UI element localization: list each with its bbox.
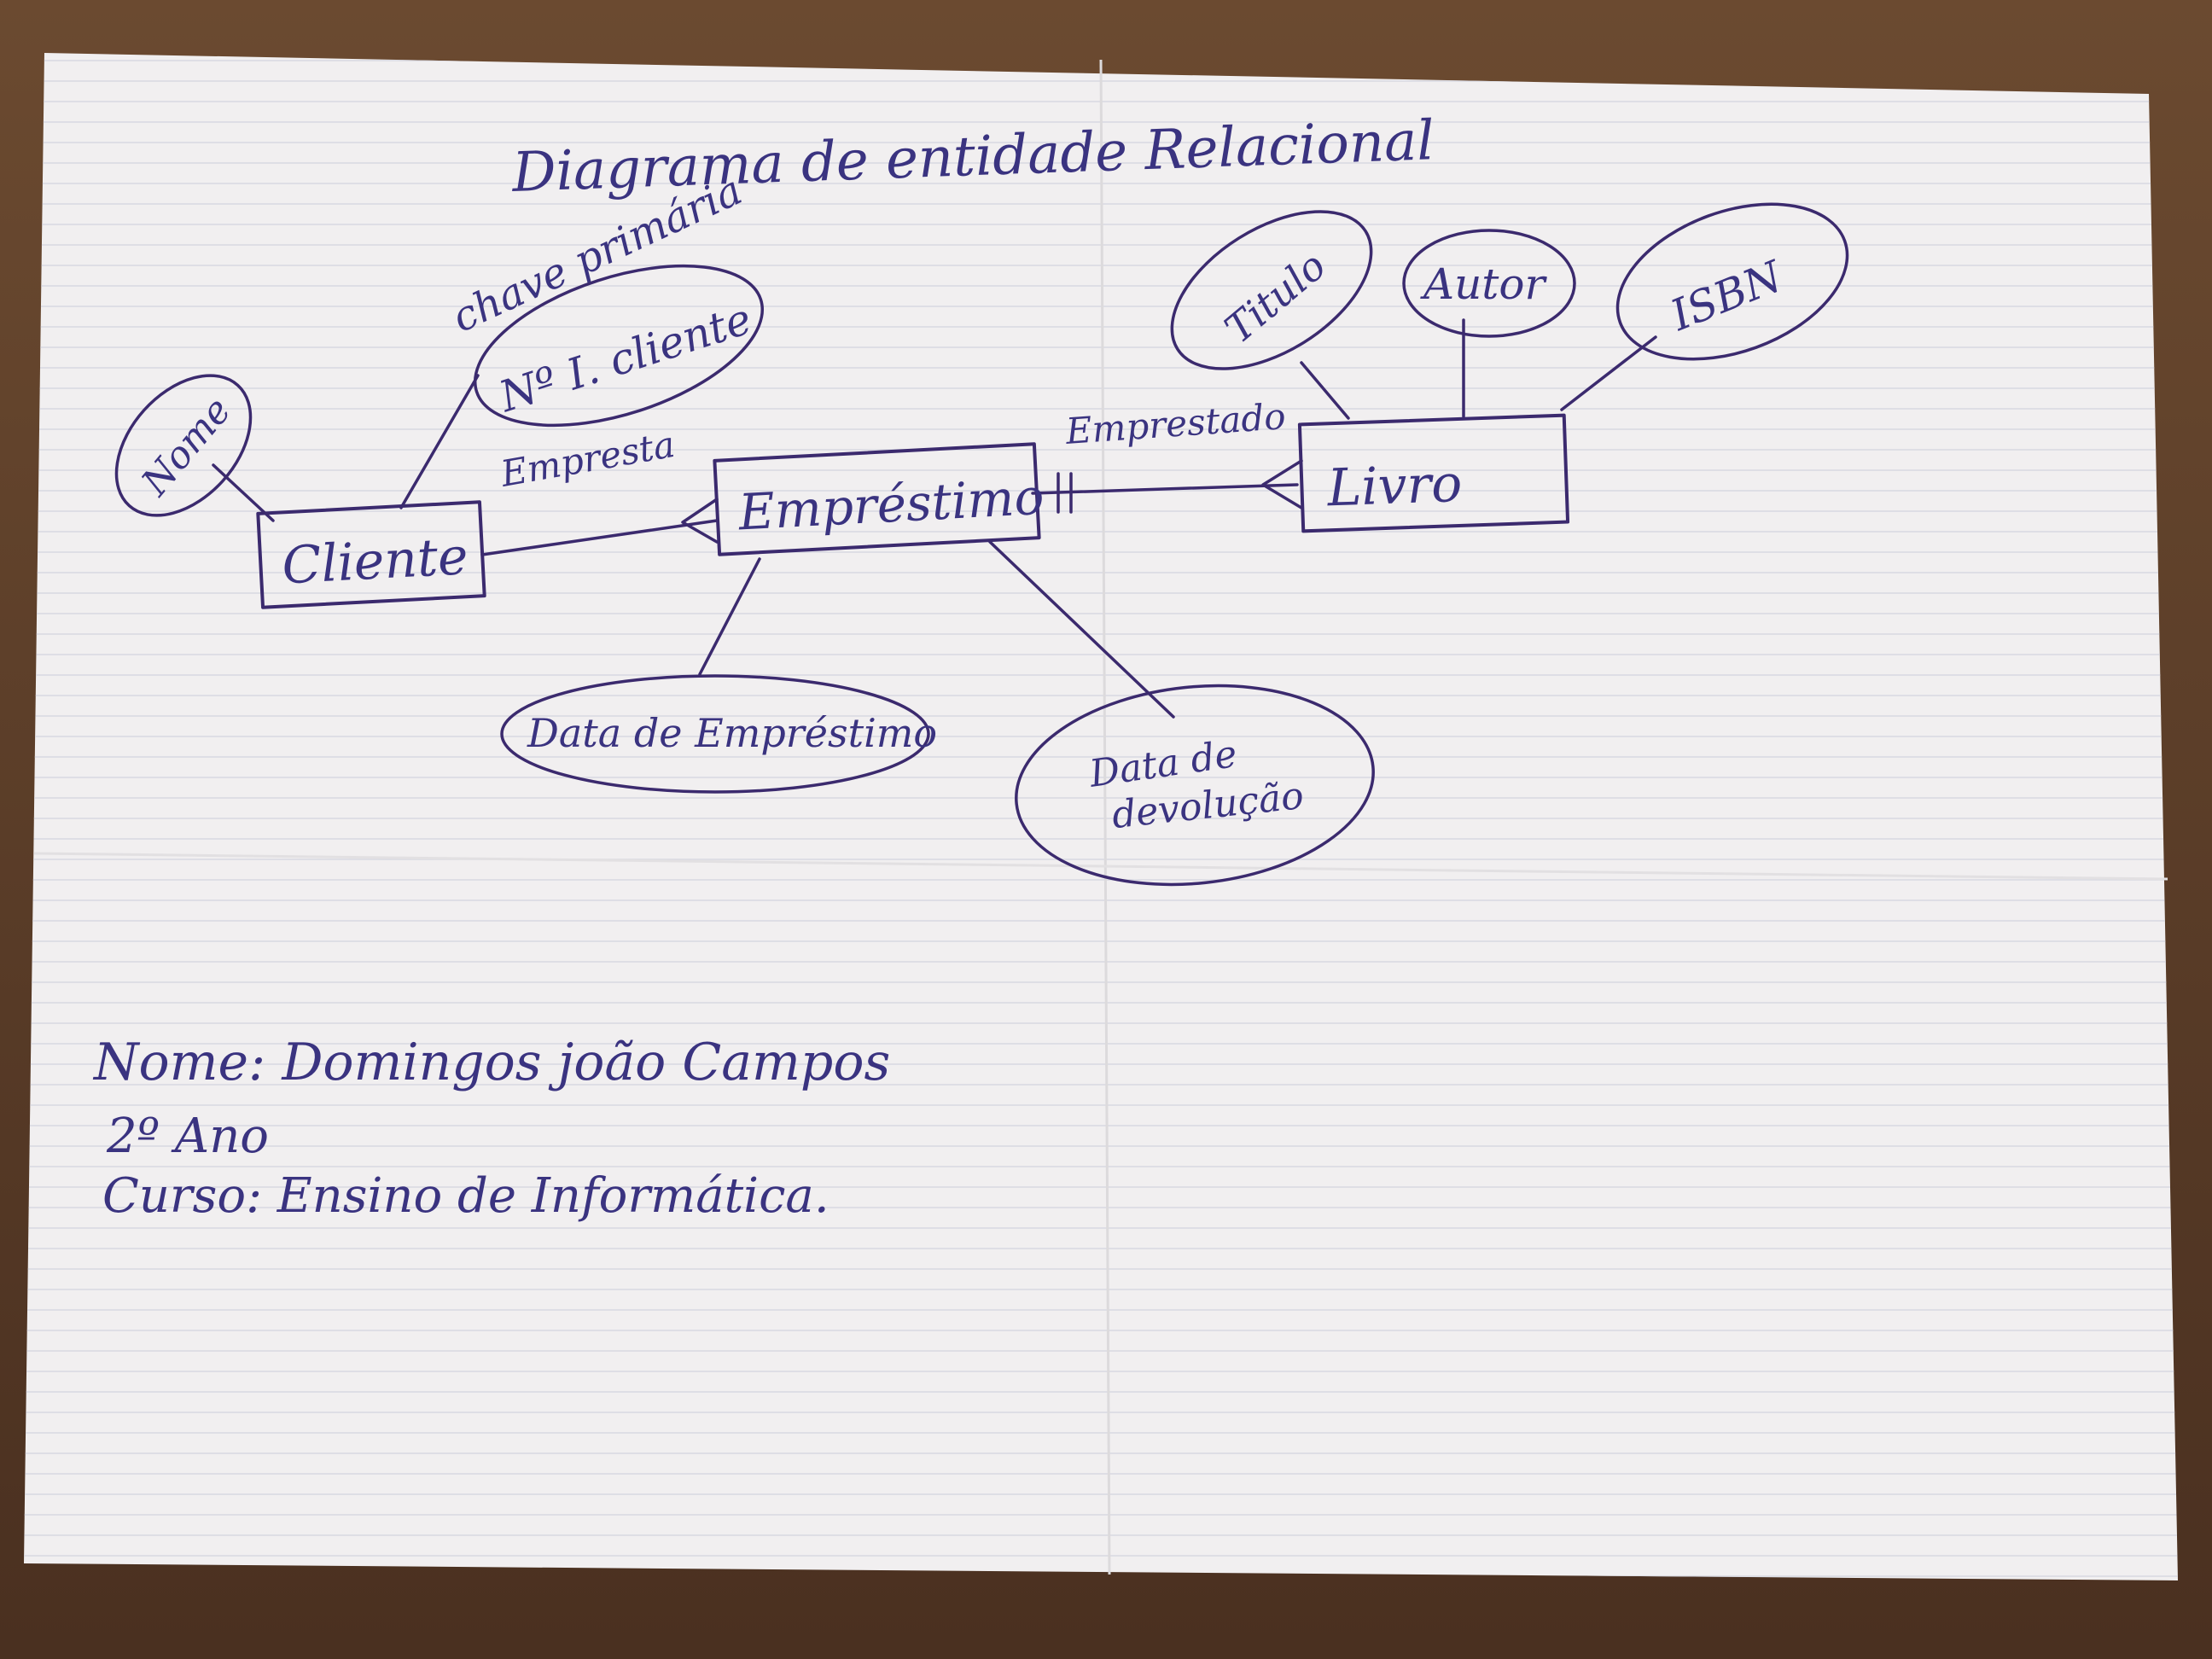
student-info: Nome: Domingos joão Campos 2º Ano Curso:…: [92, 1033, 890, 1224]
entity-cliente: Cliente: [256, 500, 486, 609]
line-cliente-emprestimo: [480, 519, 719, 556]
line-emprestimo-livro: [1031, 483, 1299, 495]
attribute-data-emprestimo-label: Data de Empréstimo: [527, 710, 937, 756]
crowfoot-emprestimo-left: [681, 498, 719, 544]
paper-sheet: [24, 53, 2178, 1580]
entity-cliente-label: Cliente: [281, 527, 469, 596]
line-nome-cliente: [212, 463, 275, 522]
fold-line-horizontal: [33, 852, 2168, 881]
connector-lines: [212, 318, 1657, 719]
line-idcliente-cliente: [399, 374, 480, 509]
line-emprestimo-data-devolucao: [988, 540, 1175, 719]
student-year: 2º Ano: [106, 1109, 269, 1164]
entity-livro: Livro: [1297, 413, 1570, 533]
line-emprestimo-data-emprestimo: [698, 557, 761, 676]
line-isbn-livro: [1560, 335, 1657, 411]
entity-livro-label: Livro: [1325, 454, 1463, 518]
attribute-autor-label: Autor: [1420, 259, 1548, 309]
crowfoot-livro: [1261, 459, 1303, 509]
attribute-autor: Autor: [1402, 229, 1576, 338]
attribute-data-emprestimo: Data de Empréstimo: [500, 674, 937, 794]
line-titulo-livro: [1300, 361, 1350, 420]
student-name: Nome: Domingos joão Campos: [92, 1033, 890, 1092]
student-course: Curso: Ensino de Informática.: [102, 1168, 830, 1224]
cardinality-marks: [681, 459, 1303, 544]
fold-line-vertical: [1099, 59, 1111, 1575]
